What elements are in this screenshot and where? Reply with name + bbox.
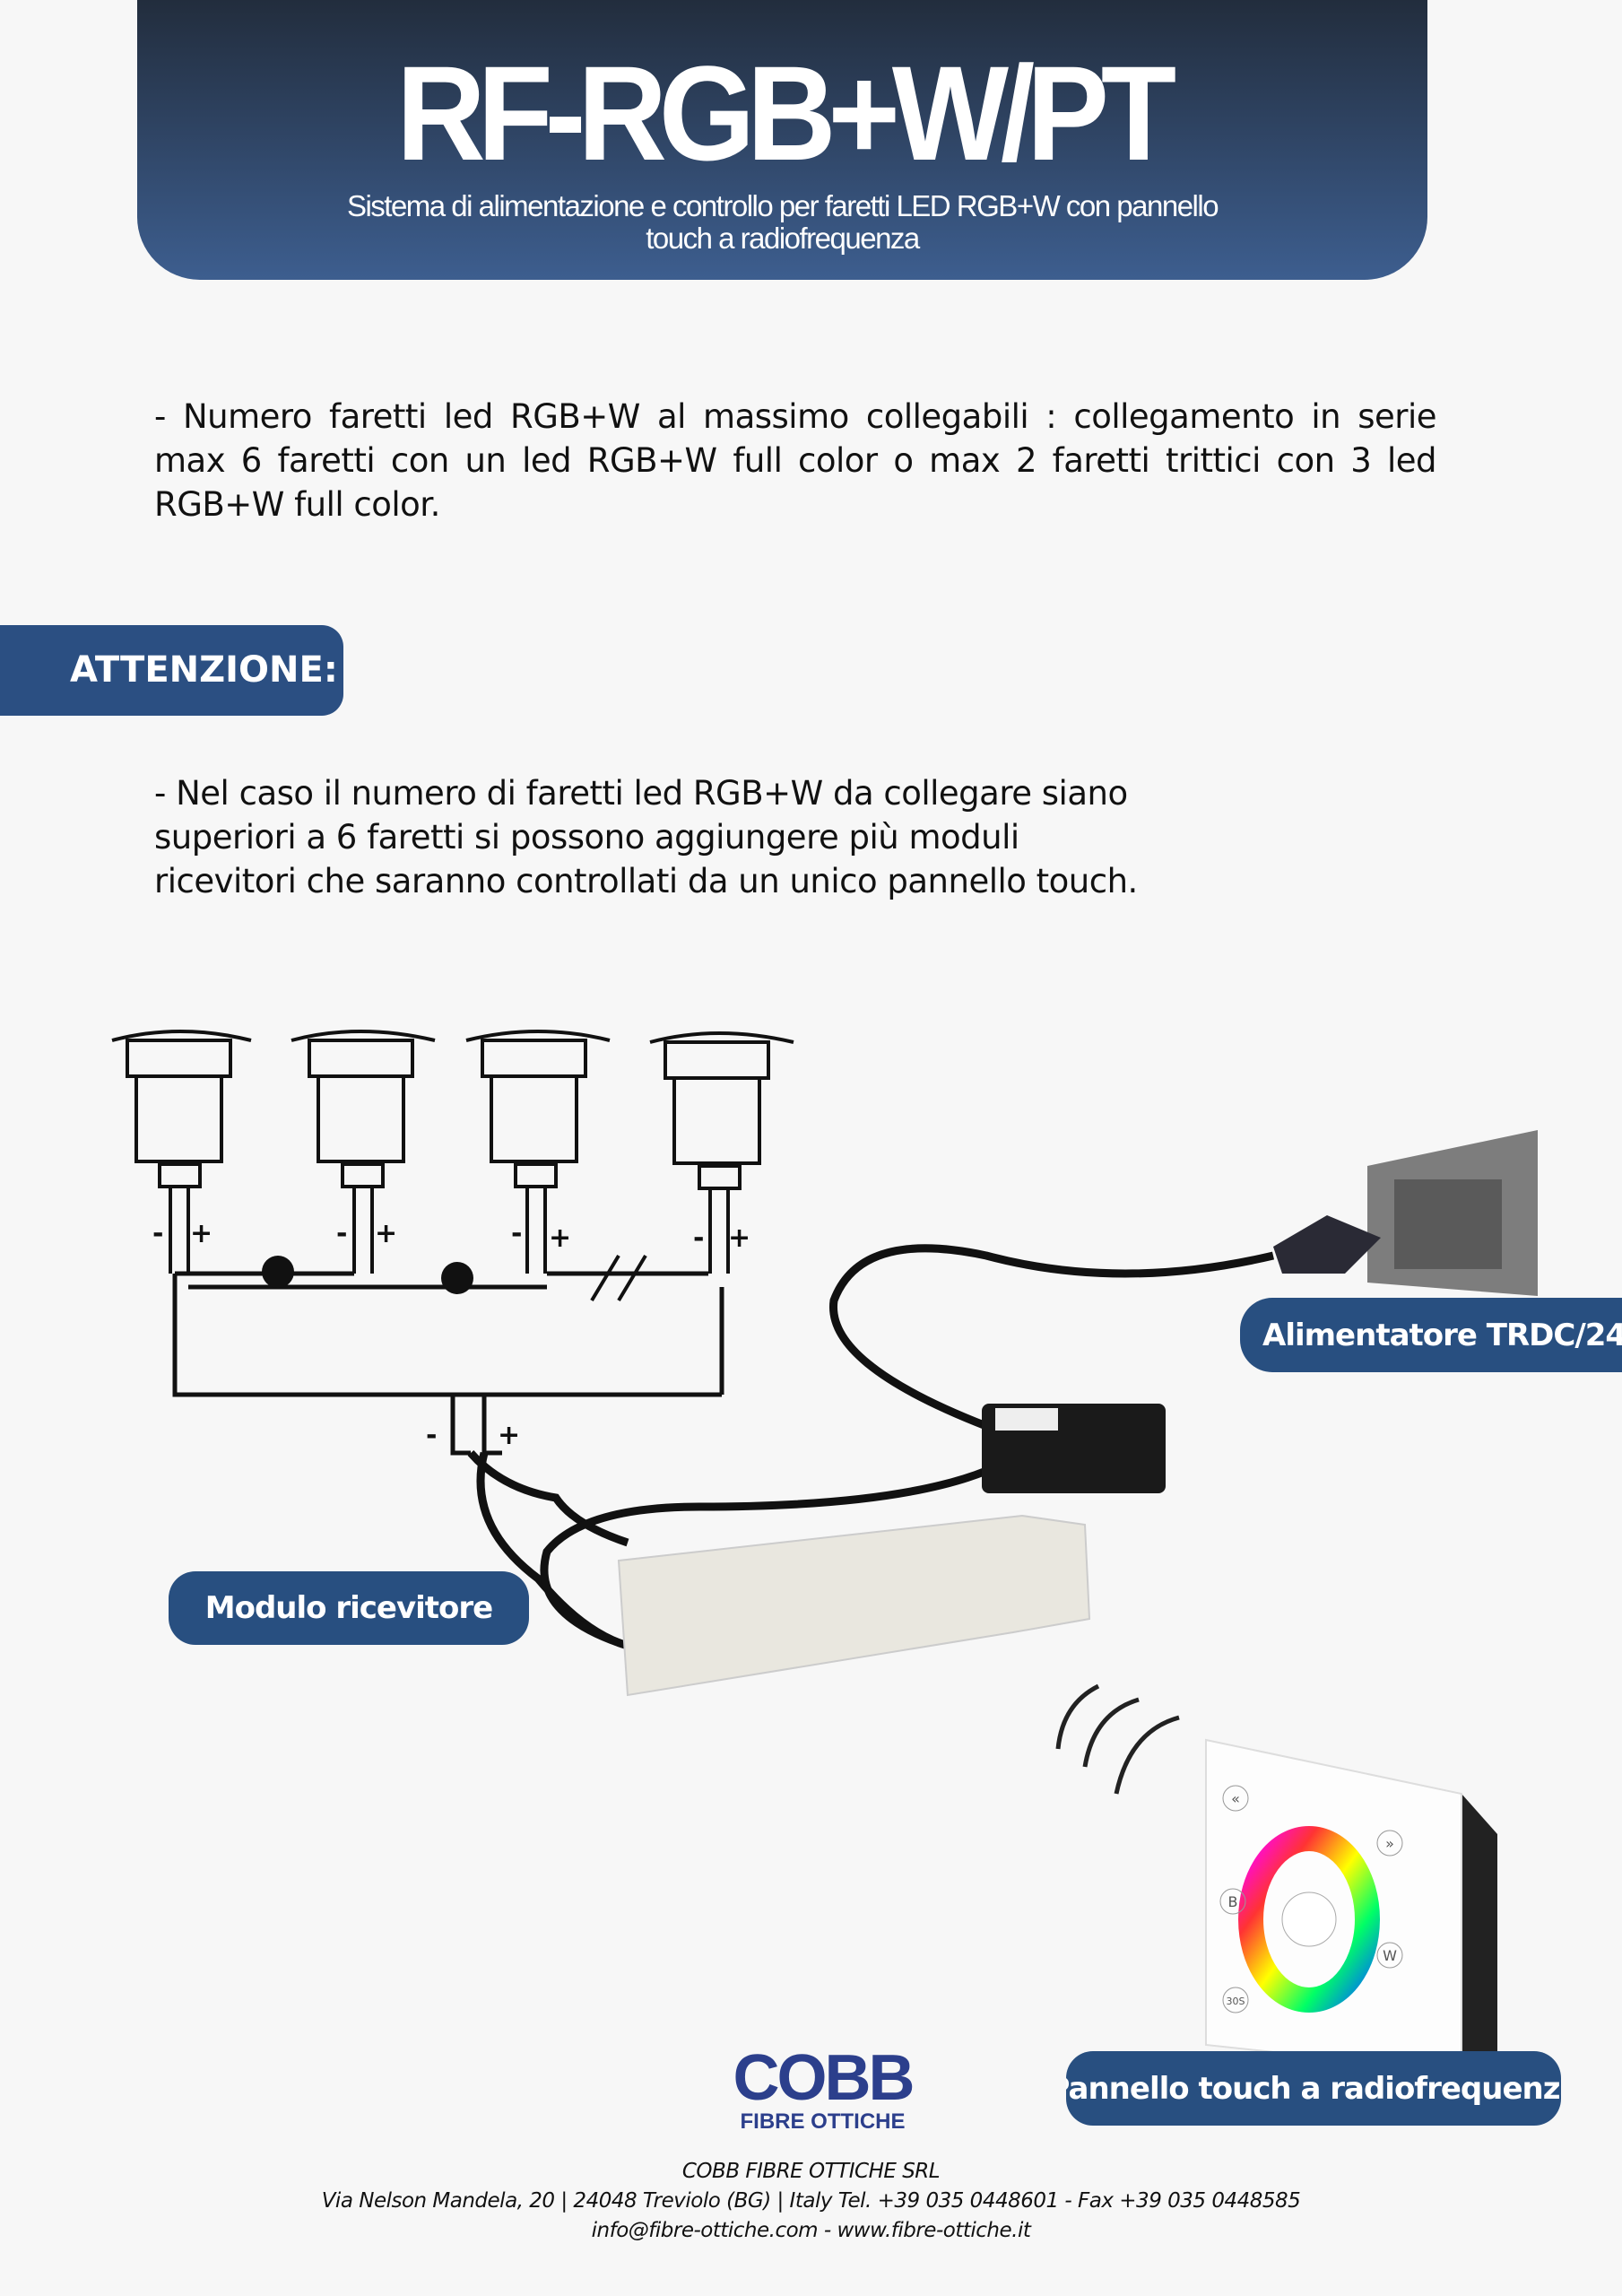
junction-dot [262, 1256, 294, 1288]
svg-text:-: - [693, 1222, 704, 1254]
svg-text:-: - [511, 1218, 522, 1249]
svg-text:+: + [375, 1218, 397, 1249]
svg-text:»: » [1385, 1835, 1394, 1852]
attention-text: - Nel caso il numero di faretti led RGB+… [154, 774, 1138, 900]
page-title: RF-RGB+W/PT [396, 38, 1176, 188]
power-supply-label: Alimentatore TRDC/24/… [1240, 1298, 1622, 1372]
company-logo: COBB FIBRE OTTICHE [731, 2042, 915, 2135]
wall-socket [1273, 1130, 1538, 1296]
header-banner: RF-RGB+W/PT Sistema di alimentazione e c… [137, 0, 1427, 280]
footer: COBB FIBRE OTTICHE SRL Via Nelson Mandel… [0, 2157, 1622, 2246]
spotlight-3 [465, 1030, 611, 1274]
touch-panel-label: Pannello touch a radiofrequenza [1066, 2051, 1561, 2126]
svg-text:+: + [728, 1222, 750, 1254]
cables [467, 1244, 1275, 1650]
svg-text:+: + [498, 1420, 520, 1451]
power-adapter [982, 1404, 1166, 1493]
svg-text:W: W [1383, 1947, 1397, 1964]
svg-text:B: B [1228, 1893, 1238, 1910]
wireless-signal-icon [1055, 1683, 1180, 1795]
spotlight-1 [111, 1030, 252, 1274]
polarity-marks: -+ -+ -+ -+ -+ [152, 1218, 750, 1451]
svg-text:-: - [426, 1420, 437, 1451]
touch-panel: « » B W 30S [1205, 1738, 1497, 2074]
intro-text: - Numero faretti led RGB+W al massimo co… [154, 397, 1437, 524]
footer-contacts: info@fibre-ottiche.com - www.fibre-ottic… [591, 2219, 1031, 2242]
page-subtitle: Sistema di alimentazione e controllo per… [346, 189, 1219, 255]
svg-text:+: + [549, 1222, 571, 1254]
footer-company: COBB FIBRE OTTICHE SRL [681, 2160, 941, 2183]
wiring-diagram: -+ -+ -+ -+ -+ « » B W 30S [111, 1030, 1538, 2074]
junction-dot [441, 1262, 473, 1294]
spotlight-2 [291, 1030, 436, 1274]
footer-address: Via Nelson Mandela, 20 | 24048 Treviolo … [321, 2189, 1301, 2213]
spotlight-4 [649, 1031, 794, 1274]
svg-text:-: - [336, 1218, 347, 1249]
attention-badge: ATTENZIONE: [0, 625, 343, 716]
svg-text:-: - [152, 1218, 163, 1249]
logo-main-text: COBB [733, 2042, 915, 2114]
svg-text:30S: 30S [1227, 1996, 1245, 2007]
svg-text:+: + [190, 1218, 213, 1249]
receiver-module-label: Modulo ricevitore [169, 1571, 529, 1645]
logo-sub-text: FIBRE OTTICHE [740, 2109, 906, 2134]
spotlights [111, 1030, 794, 1456]
receiver-module [617, 1514, 1091, 1697]
svg-text:«: « [1231, 1790, 1240, 1807]
